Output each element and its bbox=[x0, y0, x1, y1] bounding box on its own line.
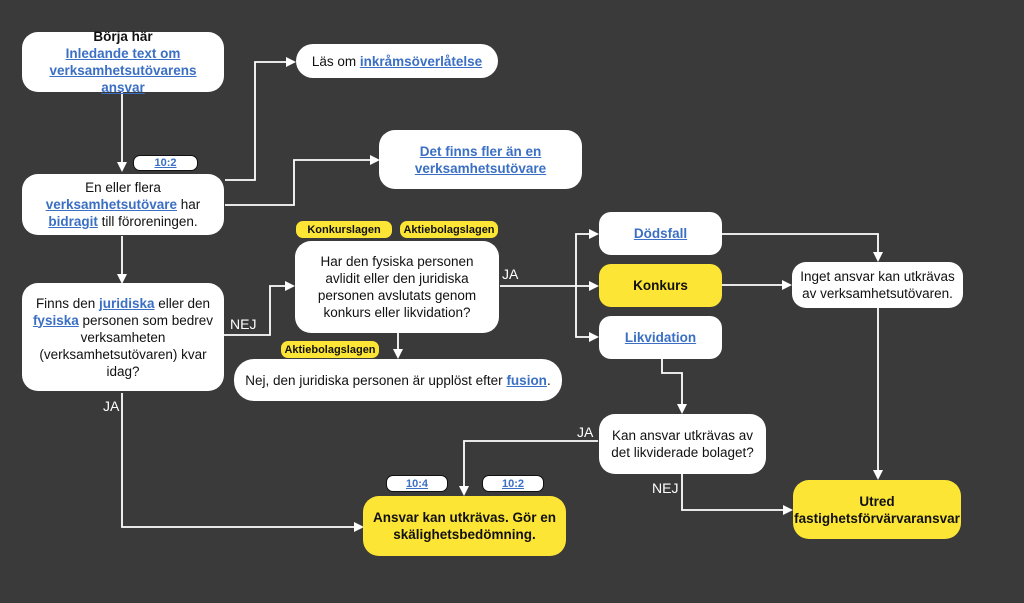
intro-text-link[interactable]: Inledande text om verksamhetsutövarens a… bbox=[49, 46, 197, 95]
liability-text: Ansvar kan utkrävas. Gör en skälighetsbe… bbox=[372, 510, 557, 542]
death-node: Dödsfall bbox=[599, 212, 722, 255]
contributed-text-2: har bbox=[177, 197, 201, 212]
merged-node: Nej, den juridiska personen är upplöst e… bbox=[234, 359, 562, 401]
edge-label-nej-exists: NEJ bbox=[230, 316, 257, 332]
edge-exists-nej bbox=[224, 281, 295, 336]
no-liability-text: Inget ansvar kan utkrävas av verksamhets… bbox=[800, 269, 955, 301]
bankruptcy-node: Konkurs bbox=[599, 264, 722, 307]
operator-link[interactable]: verksamhetsutövare bbox=[45, 197, 178, 212]
tag-aktiebolagslagen-bottom[interactable]: Aktiebolagslagen bbox=[281, 341, 379, 358]
edge-question-ja bbox=[459, 440, 598, 496]
revenue-transfer-text: Läs om bbox=[311, 53, 360, 69]
edge-question-nej bbox=[681, 474, 793, 515]
investigate-text: Utred fastighetsförvärvaransvar bbox=[794, 493, 960, 526]
exists-today-node: Finns den juridiska eller den fysiska pe… bbox=[22, 283, 224, 391]
edge-to-liquidation bbox=[575, 286, 599, 342]
multiple-operators-node: Det finns fler än en verksamhetsutövare bbox=[379, 130, 582, 189]
merger-link[interactable]: fusion bbox=[506, 372, 547, 388]
tag-aktiebolagslagen-top[interactable]: Aktiebolagslagen bbox=[400, 221, 498, 238]
multiple-operators-link[interactable]: Det finns fler än en verksamhetsutövare bbox=[414, 143, 547, 176]
ref-tag-10-4[interactable]: 10:4 bbox=[386, 475, 448, 492]
ref-tag-10-2-top[interactable]: 10:2 bbox=[133, 155, 198, 171]
start-title: Börja här bbox=[93, 29, 153, 44]
edge-contributed-to-multiple-operators bbox=[225, 155, 380, 206]
exists-text-3: personen som bedrev verksamheten (verksa… bbox=[39, 312, 214, 379]
edge-label-ja-deceased: JA bbox=[502, 266, 519, 282]
start-node: Börja här Inledande text om verksamhetsu… bbox=[22, 29, 224, 95]
exists-text-1: Finns den bbox=[35, 295, 99, 311]
investigate-node: Utred fastighetsförvärvaransvar bbox=[793, 480, 961, 539]
exists-text-2: eller den bbox=[154, 295, 211, 311]
revenue-transfer-node: Läs om inkråmsöverlåtelse bbox=[296, 44, 498, 78]
edge-exists-ja bbox=[121, 393, 364, 532]
natural-person-link[interactable]: fysiska bbox=[32, 312, 79, 328]
contributed-link[interactable]: bidragit bbox=[48, 214, 98, 229]
no-liability-node: Inget ansvar kan utkrävas av verksamhets… bbox=[792, 262, 963, 308]
edge-death-to-no-liability bbox=[722, 233, 883, 262]
revenue-transfer-link[interactable]: inkråmsöverlåtelse bbox=[359, 53, 483, 69]
liability-node: Ansvar kan utkrävas. Gör en skälighetsbe… bbox=[363, 496, 566, 556]
edge-label-ja-liquidated: JA bbox=[577, 424, 594, 440]
bankruptcy-text: Konkurs bbox=[633, 278, 688, 293]
liquidated-company-question-node: Kan ansvar utkrävas av det likviderade b… bbox=[599, 414, 766, 474]
deceased-question-node: Har den fysiska personen avlidit eller d… bbox=[295, 241, 499, 333]
legal-person-link[interactable]: juridiska bbox=[98, 295, 155, 311]
contributed-text-3: till föroreningen. bbox=[97, 214, 198, 229]
edge-contributed-to-revenue-transfer bbox=[225, 57, 296, 181]
contributed-text-1: En eller flera bbox=[85, 180, 161, 195]
ref-tag-10-2-bottom[interactable]: 10:2 bbox=[482, 475, 544, 492]
tag-konkurslagen[interactable]: Konkurslagen bbox=[296, 221, 392, 238]
liquidation-node: Likvidation bbox=[599, 316, 722, 359]
liquidated-company-question-text: Kan ansvar utkrävas av det likviderade b… bbox=[611, 428, 754, 460]
death-link[interactable]: Dödsfall bbox=[633, 226, 688, 241]
contributed-node: En eller flera verksamhetsutövare har bi… bbox=[22, 174, 224, 235]
edge-label-ja-exists: JA bbox=[103, 398, 120, 414]
merged-end: . bbox=[546, 372, 551, 388]
deceased-question-text: Har den fysiska personen avlidit eller d… bbox=[317, 254, 477, 320]
edge-label-nej-liquidated: NEJ bbox=[652, 480, 679, 496]
liquidation-link[interactable]: Likvidation bbox=[624, 330, 697, 345]
edge-to-death bbox=[575, 229, 599, 286]
edge-liquidation-to-question bbox=[661, 359, 687, 414]
merged-text: Nej, den juridiska personen är upplöst e… bbox=[245, 372, 507, 388]
